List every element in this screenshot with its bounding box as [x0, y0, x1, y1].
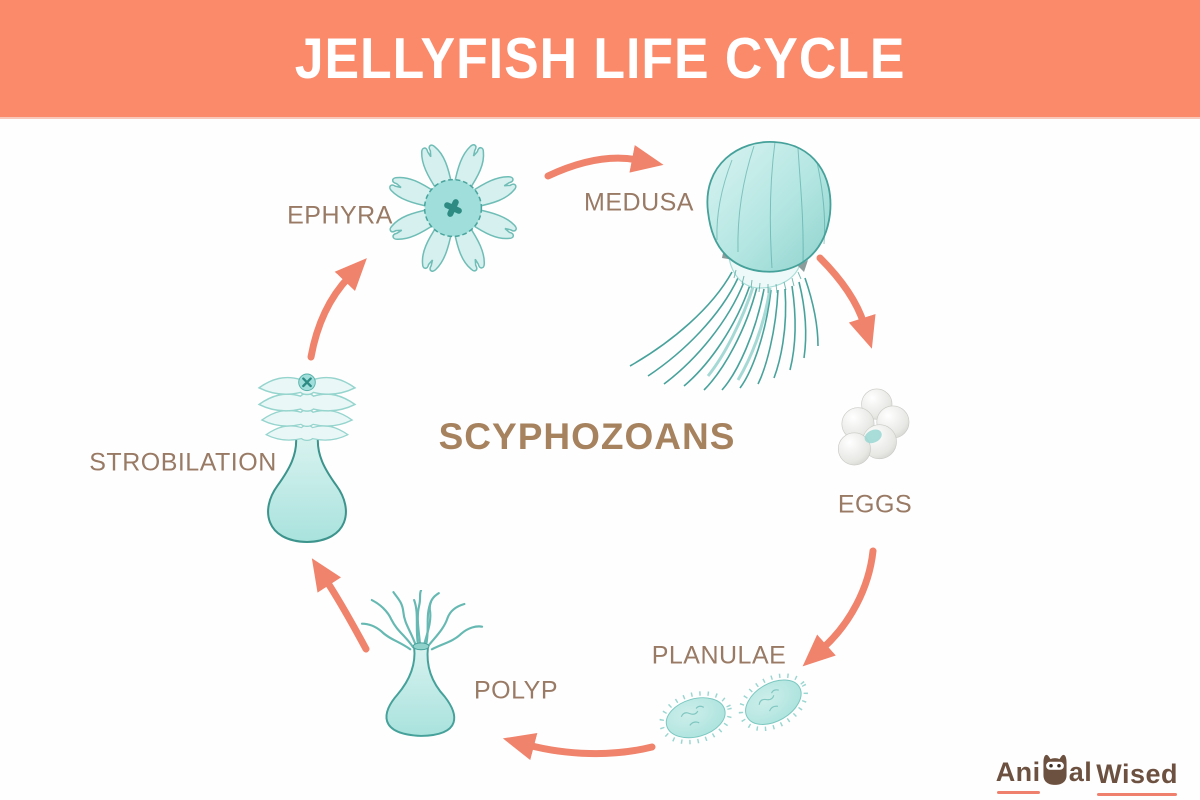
polyp-illustration [360, 590, 484, 737]
stage-label-polyp: POLYP [473, 676, 559, 705]
page-title: JELLYFISH LIFE CYCLE [294, 26, 906, 91]
logo-text-al: al [1068, 757, 1093, 787]
stage-label-planulae: PLANULAE [651, 641, 787, 670]
arrow-planulae-to-polyp [502, 732, 656, 761]
stage-label-ephyra: EPHYRA [287, 201, 393, 230]
arrow-eggs-to-planulae [802, 547, 877, 667]
center-label: SCYPHOZOANS [438, 416, 736, 457]
cat-icon [1043, 754, 1067, 785]
stage-label-eggs: EGGS [837, 490, 913, 519]
medusa-illustration [629, 141, 832, 391]
header-banner: JELLYFISH LIFE CYCLE [0, 0, 1200, 119]
ephyra-illustration [386, 141, 520, 275]
logo-text-wised: Wised [1096, 759, 1178, 796]
eggs-illustration [837, 388, 910, 466]
arrow-strobilation-to-ephyra [307, 258, 367, 361]
stage-label-medusa: MEDUSA [584, 188, 694, 217]
strobilation-illustration [258, 373, 356, 544]
logo-text-ani: Ani [995, 757, 1041, 794]
stage-label-strobilation: STROBILATION [89, 448, 277, 477]
planulae-illustration [653, 667, 818, 751]
brand-logo: Ani al Wised [995, 744, 1178, 796]
